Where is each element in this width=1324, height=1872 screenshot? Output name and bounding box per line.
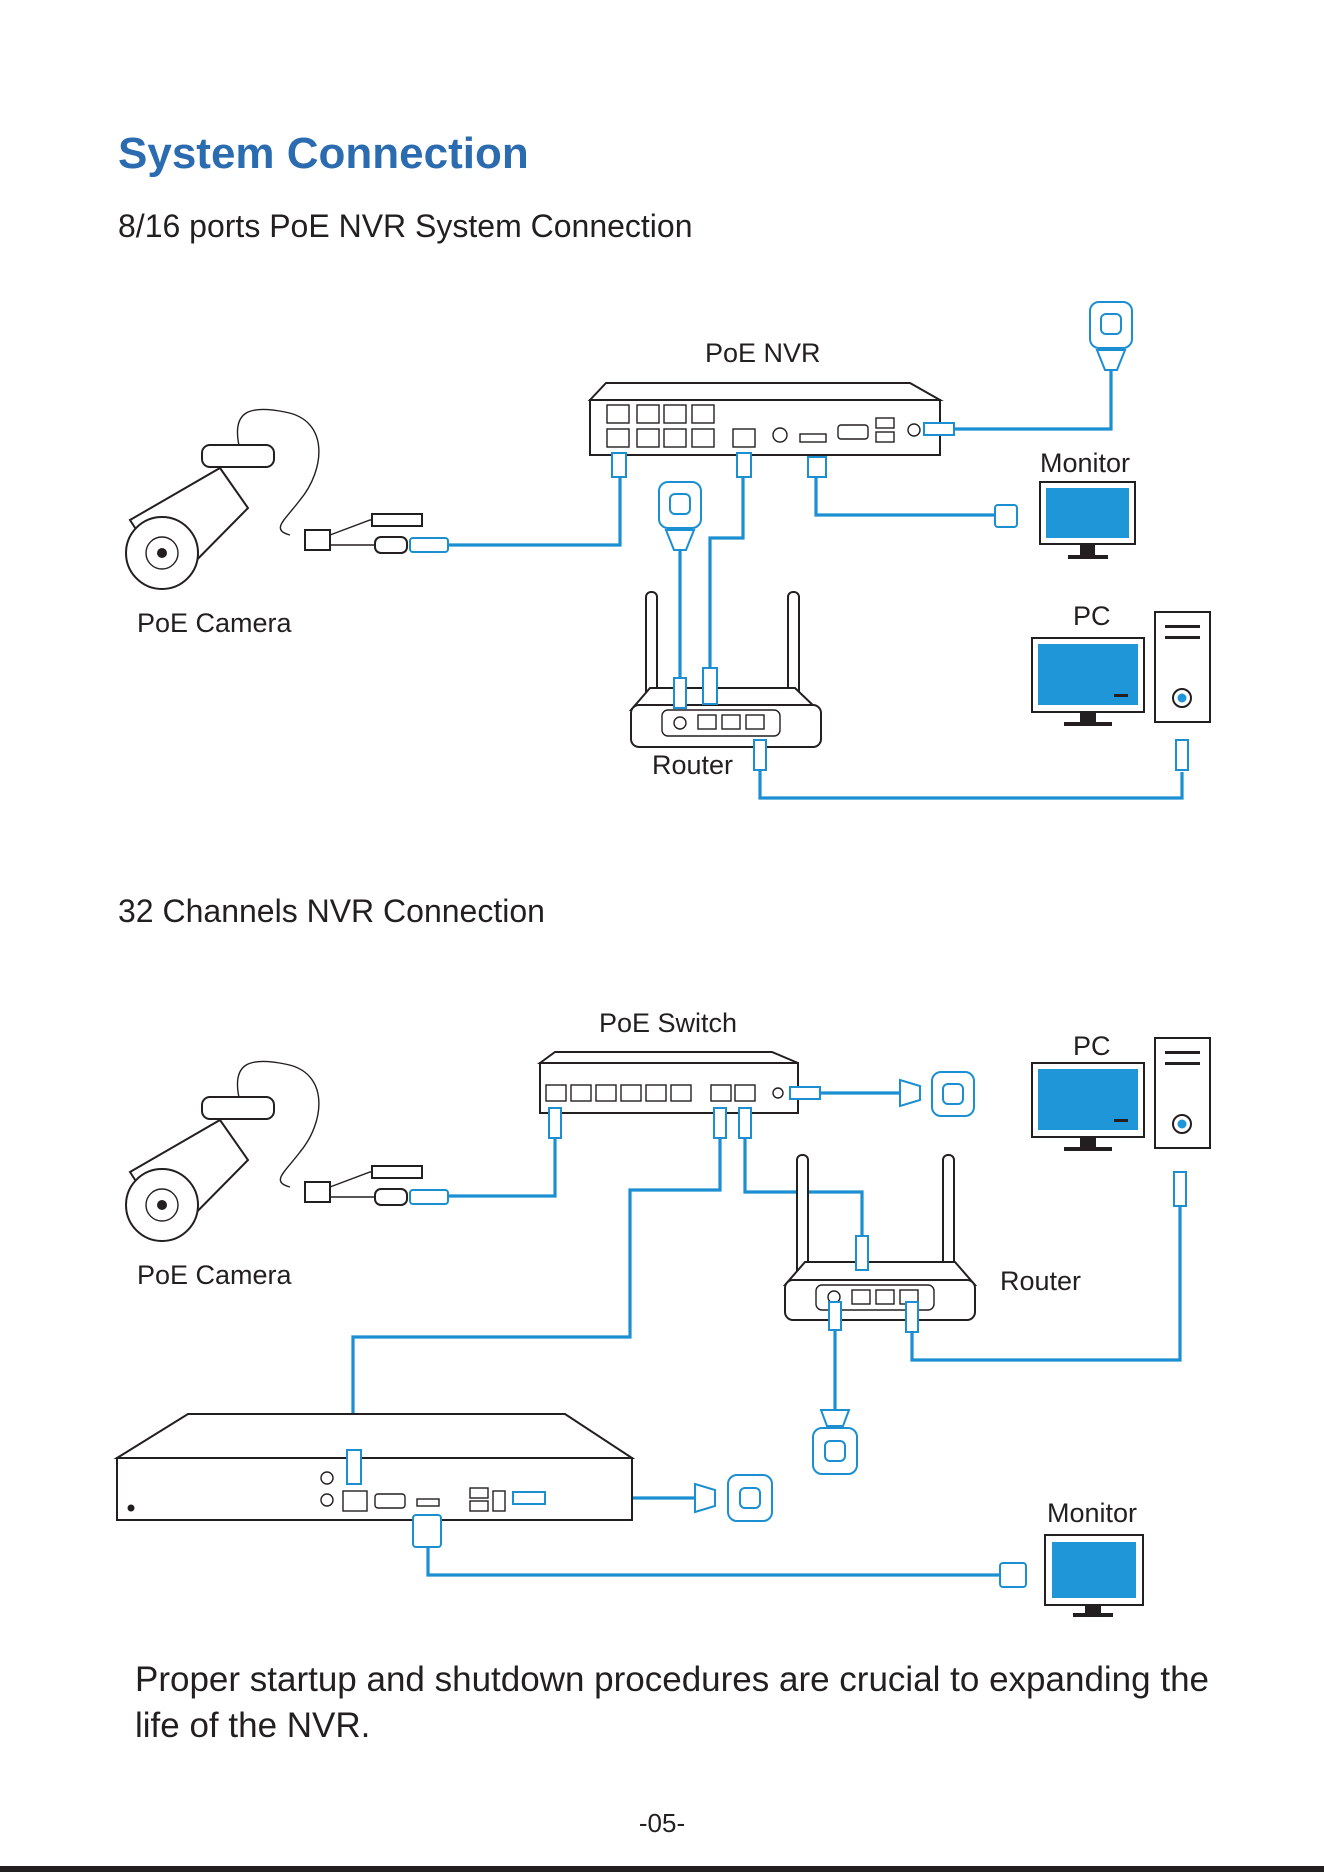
router-label: Router xyxy=(652,752,733,779)
nvr-32-channel-icon xyxy=(117,1414,772,1547)
pc-label: PC xyxy=(1073,1033,1111,1060)
camera-label: PoE Camera xyxy=(137,1262,292,1289)
pc-label: PC xyxy=(1073,603,1111,630)
section1-heading: 8/16 ports PoE NVR System Connection xyxy=(118,210,693,242)
camera-label: PoE Camera xyxy=(137,610,292,637)
switch-connection-diagram xyxy=(0,1000,1324,1640)
nvr-label: PoE NVR xyxy=(705,340,821,367)
router-label: Router xyxy=(1000,1268,1081,1295)
monitor-2-icon xyxy=(1000,1535,1143,1617)
poe-nvr-icon xyxy=(590,383,954,477)
startup-note: Proper startup and shutdown procedures a… xyxy=(135,1657,1225,1749)
power-outlet-icon xyxy=(1090,302,1132,370)
poe-switch-icon xyxy=(540,1052,974,1138)
section2-heading: 32 Channels NVR Connection xyxy=(118,895,545,927)
pc-1-icon xyxy=(1032,612,1210,770)
poe-camera-1-icon xyxy=(126,409,448,589)
nvr-connection-diagram xyxy=(0,290,1324,820)
pc-2-icon xyxy=(1032,1038,1210,1206)
monitor-label: Monitor xyxy=(1047,1500,1137,1527)
bottom-divider xyxy=(0,1866,1324,1872)
page-title: System Connection xyxy=(118,132,529,176)
power-outlet-icon xyxy=(659,482,701,550)
monitor-label: Monitor xyxy=(1040,450,1130,477)
router-2-icon xyxy=(785,1155,975,1474)
switch-label: PoE Switch xyxy=(599,1010,737,1037)
page-number: -05- xyxy=(0,1808,1324,1839)
router-1-icon xyxy=(631,592,821,770)
monitor-1-icon xyxy=(995,482,1135,559)
poe-camera-2-icon xyxy=(126,1061,448,1241)
